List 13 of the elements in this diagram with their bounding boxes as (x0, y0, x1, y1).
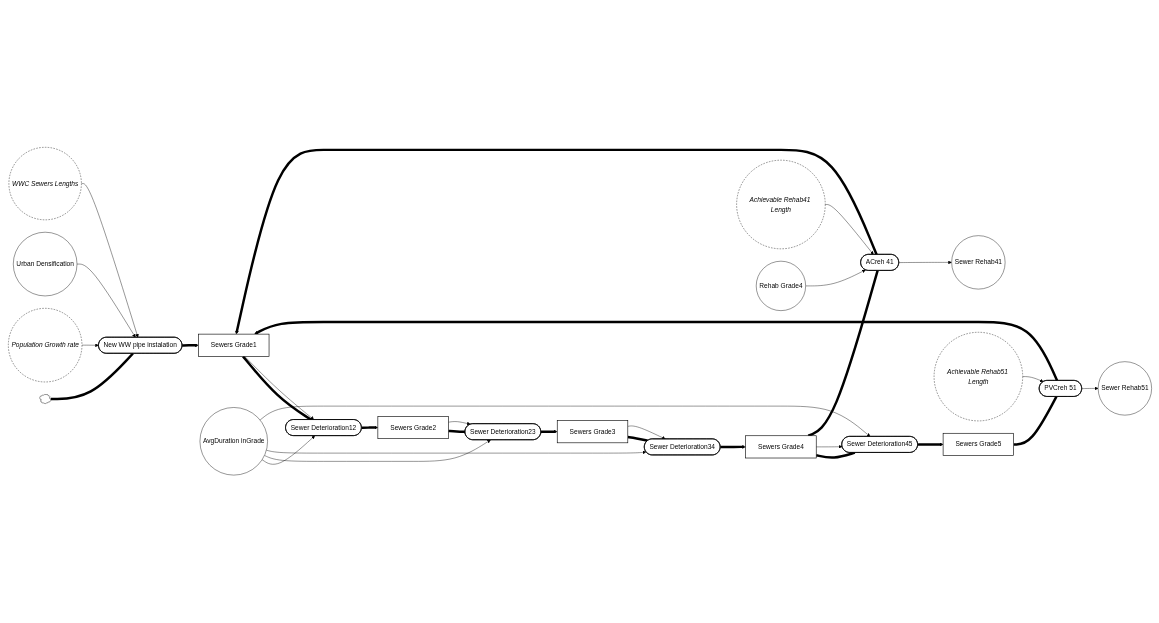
connector (807, 270, 879, 438)
arrow (234, 148, 878, 335)
connector (447, 429, 465, 434)
arrow (361, 426, 378, 430)
arrow (540, 430, 557, 434)
connector (1013, 396, 1057, 446)
arrow (719, 445, 746, 449)
connector (815, 451, 855, 460)
connector (50, 352, 134, 401)
node-cloud (39, 394, 51, 405)
arrow (917, 442, 943, 447)
arrow (181, 343, 199, 348)
connector (627, 436, 648, 443)
